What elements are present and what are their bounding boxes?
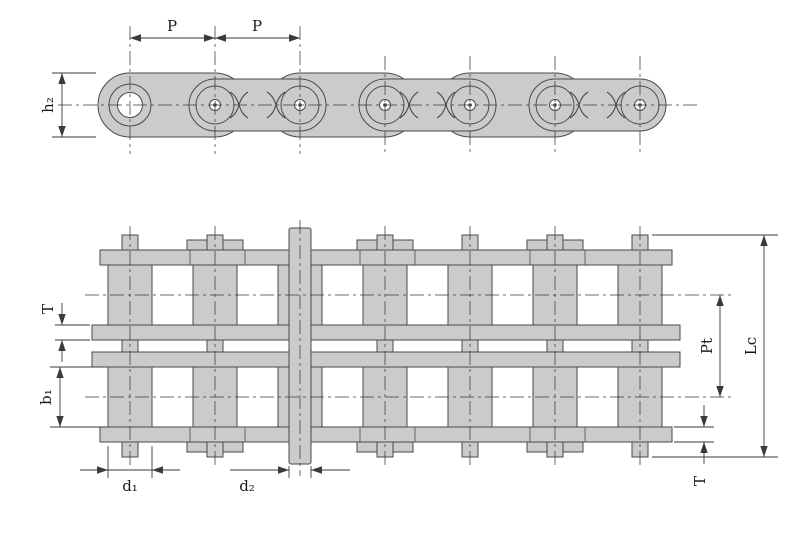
bottom-outer-plate (99, 426, 673, 443)
contour-mark (569, 91, 589, 119)
transverse-pitch-label: Pt (698, 338, 716, 354)
side-view: P P h₂ (39, 17, 700, 154)
dim-plate-height: h₂ (39, 72, 96, 138)
middle-inner-plate (91, 324, 681, 341)
dim-pin-length: Lc (652, 234, 778, 458)
plan-view: T b₁ d₁ d₂ Pt (37, 220, 778, 495)
dim-plate-thickness-bottom: T (674, 405, 714, 486)
top-outer-plate (99, 249, 673, 266)
inner-width-label: b₁ (37, 389, 55, 405)
plate-joint-lines (189, 250, 586, 442)
link-plate-bands (91, 249, 681, 443)
dim-pitch: P P (130, 17, 300, 42)
dim-inner-width: b₁ (37, 366, 106, 428)
pitch-label-1: P (167, 17, 177, 35)
pitch-label-2: P (252, 17, 262, 35)
plate-thickness-left-label: T (39, 304, 57, 314)
dim-roller-diameter: d₁ (80, 446, 180, 495)
pin-center-dot (553, 103, 557, 107)
roller-diameter-label: d₁ (122, 477, 138, 495)
middle-inner-plate (91, 351, 681, 368)
pin-length-label: Lc (742, 337, 760, 355)
dim-transverse-pitch: Pt (698, 295, 724, 397)
dim-pin-diameter: d₂ (230, 466, 350, 495)
plan-centerlines (85, 220, 735, 476)
dim-plate-thickness-left: T (39, 303, 90, 362)
side-view-centerlines (58, 26, 700, 154)
pin-diameter-label: d₂ (239, 477, 255, 495)
plate-height-label: h₂ (39, 97, 57, 113)
plate-thickness-bottom-label: T (691, 476, 709, 486)
